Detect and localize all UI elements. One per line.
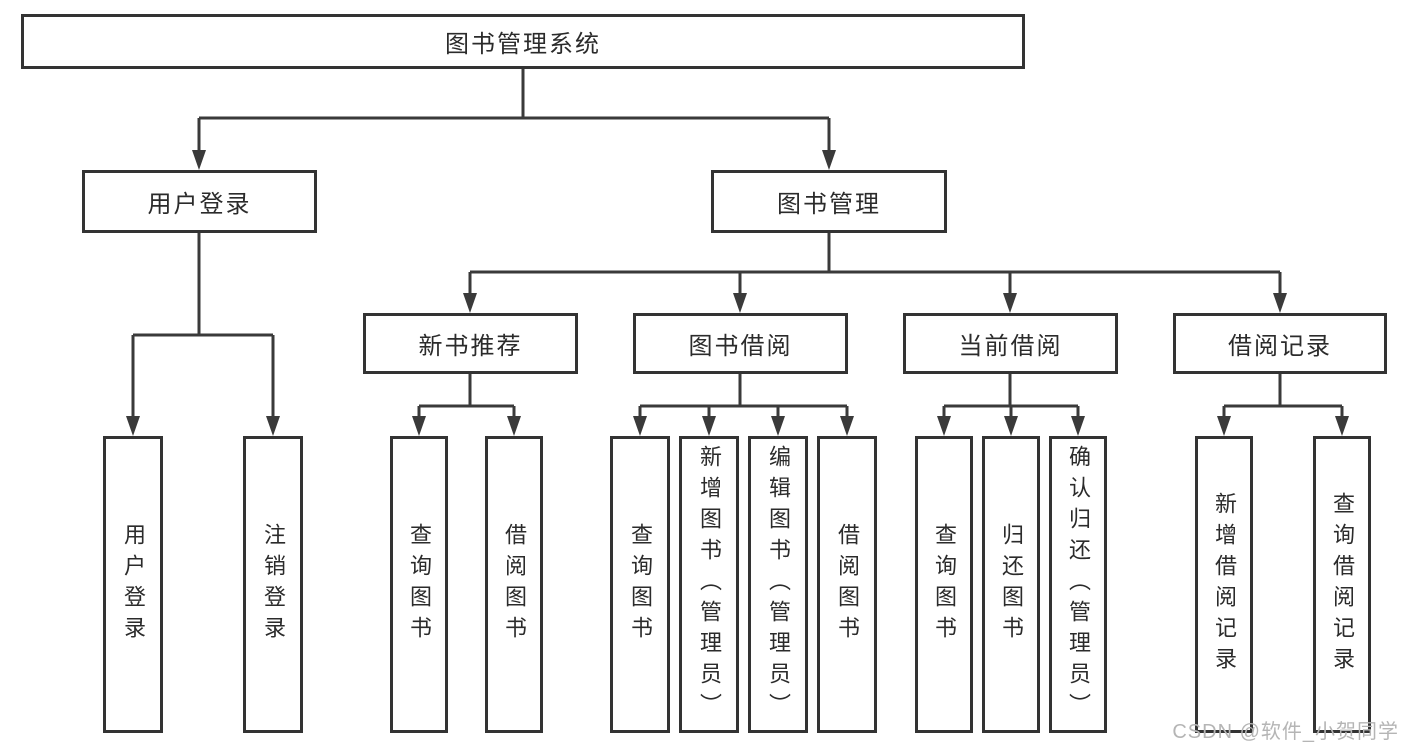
arrow-icon — [1217, 416, 1231, 436]
node-user-login-label: 用户登录 — [147, 191, 252, 218]
leaf-confirm-return-admin-label: 确认归还（管理员） — [1066, 445, 1091, 724]
leaf-borrow-books-recommend: 借阅图书 — [485, 436, 543, 733]
node-new-book-recommend: 新书推荐 — [363, 313, 578, 374]
connector-borrow-to-leaves — [638, 374, 849, 418]
arrow-icon — [126, 416, 140, 436]
arrow-icon — [937, 416, 951, 436]
node-root: 图书管理系统 — [21, 14, 1025, 69]
arrow-icon — [1071, 416, 1085, 436]
connector-root-to-level2 — [197, 69, 831, 152]
node-book-management-label: 图书管理 — [777, 191, 881, 218]
node-current-borrowing-label: 当前借阅 — [958, 333, 1063, 360]
arrow-icon — [633, 416, 647, 436]
node-book-borrowing: 图书借阅 — [633, 313, 848, 374]
leaf-borrow-books: 借阅图书 — [817, 436, 877, 733]
arrow-icon — [702, 416, 716, 436]
leaf-query-books-recommend: 查询图书 — [390, 436, 448, 733]
arrow-icon — [771, 416, 785, 436]
leaf-query-books-current: 查询图书 — [915, 436, 973, 733]
arrow-icon — [412, 416, 426, 436]
leaf-add-books-admin-label: 新增图书（管理员） — [697, 445, 722, 724]
leaf-edit-books-admin-label: 编辑图书（管理员） — [766, 445, 791, 724]
leaf-query-books-current-label: 查询图书 — [932, 522, 957, 647]
leaf-user-login-label: 用户登录 — [121, 522, 146, 647]
leaf-logout: 注销登录 — [243, 436, 303, 733]
leaf-logout-label: 注销登录 — [261, 522, 286, 647]
arrow-icon — [840, 416, 854, 436]
node-new-book-recommend-label: 新书推荐 — [418, 333, 523, 360]
leaf-add-books-admin: 新增图书（管理员） — [679, 436, 739, 733]
node-borrowing-records: 借阅记录 — [1173, 313, 1387, 374]
arrow-icon — [1273, 293, 1287, 313]
connector-bookmgmt-to-level3 — [468, 233, 1282, 296]
leaf-query-books-borrow-label: 查询图书 — [628, 522, 653, 647]
leaf-user-login: 用户登录 — [103, 436, 163, 733]
arrow-icon — [192, 150, 206, 170]
leaf-query-borrow-record: 查询借阅记录 — [1313, 436, 1371, 733]
leaf-borrow-books-recommend-label: 借阅图书 — [502, 522, 527, 647]
connector-newbook-to-leaves — [417, 374, 516, 418]
leaf-edit-books-admin: 编辑图书（管理员） — [748, 436, 808, 733]
leaf-add-borrow-record: 新增借阅记录 — [1195, 436, 1253, 733]
arrowheads — [126, 150, 1349, 436]
leaf-borrow-books-label: 借阅图书 — [835, 522, 860, 647]
connector-current-to-leaves — [942, 374, 1080, 418]
node-borrowing-records-label: 借阅记录 — [1228, 333, 1332, 360]
arrow-icon — [1335, 416, 1349, 436]
connector-records-to-leaves — [1222, 374, 1344, 418]
node-book-management: 图书管理 — [711, 170, 947, 233]
arrow-icon — [733, 293, 747, 313]
leaf-return-books: 归还图书 — [982, 436, 1040, 733]
leaf-return-books-label: 归还图书 — [999, 522, 1024, 647]
leaf-add-borrow-record-label: 新增借阅记录 — [1212, 491, 1237, 678]
arrow-icon — [822, 150, 836, 170]
node-book-borrowing-label: 图书借阅 — [688, 333, 793, 360]
arrow-icon — [266, 416, 280, 436]
arrow-icon — [1003, 293, 1017, 313]
leaf-query-books-recommend-label: 查询图书 — [407, 522, 432, 647]
leaf-confirm-return-admin: 确认归还（管理员） — [1049, 436, 1107, 733]
watermark: CSDN @软件_小贺同学 — [1172, 721, 1399, 743]
node-root-label: 图书管理系统 — [445, 31, 601, 58]
leaf-query-borrow-record-label: 查询借阅记录 — [1330, 491, 1355, 678]
arrow-icon — [463, 293, 477, 313]
arrow-icon — [1004, 416, 1018, 436]
arrow-icon — [507, 416, 521, 436]
node-user-login: 用户登录 — [82, 170, 317, 233]
node-current-borrowing: 当前借阅 — [903, 313, 1118, 374]
connector-userlogin-to-leaves — [131, 233, 275, 418]
leaf-query-books-borrow: 查询图书 — [610, 436, 670, 733]
